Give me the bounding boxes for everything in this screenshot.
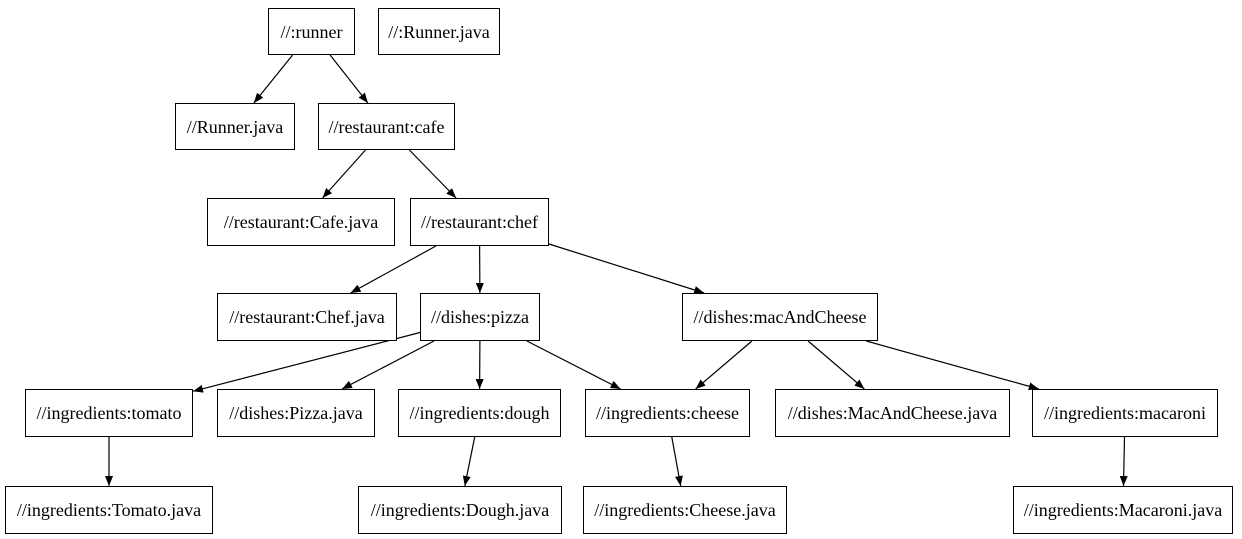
edge-pizza-to-cheese bbox=[526, 340, 621, 390]
graph-node-tomato: //ingredients:tomato bbox=[25, 389, 193, 437]
edge-mac-to-macaroni bbox=[866, 340, 1039, 391]
edge-runner-to-runner_java bbox=[253, 54, 294, 104]
graph-node-runner_java_top: //:Runner.java bbox=[378, 8, 500, 55]
edge-chef-to-mac bbox=[548, 243, 705, 294]
graph-node-cafe_java: //restaurant:Cafe.java bbox=[207, 198, 395, 246]
edge-macaroni-to-macaroni_java bbox=[1119, 436, 1128, 487]
edge-cafe-to-cafe_java bbox=[322, 149, 366, 199]
edge-runner-to-cafe bbox=[329, 54, 369, 104]
edge-cafe-to-chef bbox=[408, 149, 457, 199]
graph-node-chef_java: //restaurant:Chef.java bbox=[217, 293, 397, 341]
graph-node-pizza: //dishes:pizza bbox=[420, 293, 540, 341]
edge-chef-to-chef_java bbox=[350, 245, 437, 294]
graph-node-runner: //:runner bbox=[268, 8, 355, 55]
graph-node-macaroni_java: //ingredients:Macaroni.java bbox=[1013, 486, 1233, 534]
graph-node-dough: //ingredients:dough bbox=[398, 389, 561, 437]
graph-node-runner_java: //Runner.java bbox=[175, 103, 295, 150]
graph-node-chef: //restaurant:chef bbox=[410, 198, 549, 246]
graph-node-mac_java: //dishes:MacAndCheese.java bbox=[775, 389, 1010, 437]
edge-mac-to-cheese bbox=[695, 340, 753, 390]
edge-cheese-to-cheese_java bbox=[671, 436, 683, 487]
graph-node-cafe: //restaurant:cafe bbox=[318, 103, 455, 150]
graph-node-macaroni: //ingredients:macaroni bbox=[1032, 389, 1218, 437]
graph-node-mac: //dishes:macAndCheese bbox=[682, 293, 878, 341]
edge-mac-to-mac_java bbox=[807, 340, 865, 390]
graph-node-cheese_java: //ingredients:Cheese.java bbox=[583, 486, 787, 534]
edge-pizza-to-tomato bbox=[192, 331, 421, 393]
edge-pizza-to-pizza_java bbox=[341, 340, 435, 390]
graph-node-pizza_java: //dishes:Pizza.java bbox=[217, 389, 375, 437]
graph-edges bbox=[105, 54, 1128, 487]
edge-dough-to-dough_java bbox=[462, 436, 476, 487]
graph-node-dough_java: //ingredients:Dough.java bbox=[358, 486, 562, 534]
graph-node-tomato_java: //ingredients:Tomato.java bbox=[5, 486, 213, 534]
graph-node-cheese: //ingredients:cheese bbox=[585, 389, 750, 437]
